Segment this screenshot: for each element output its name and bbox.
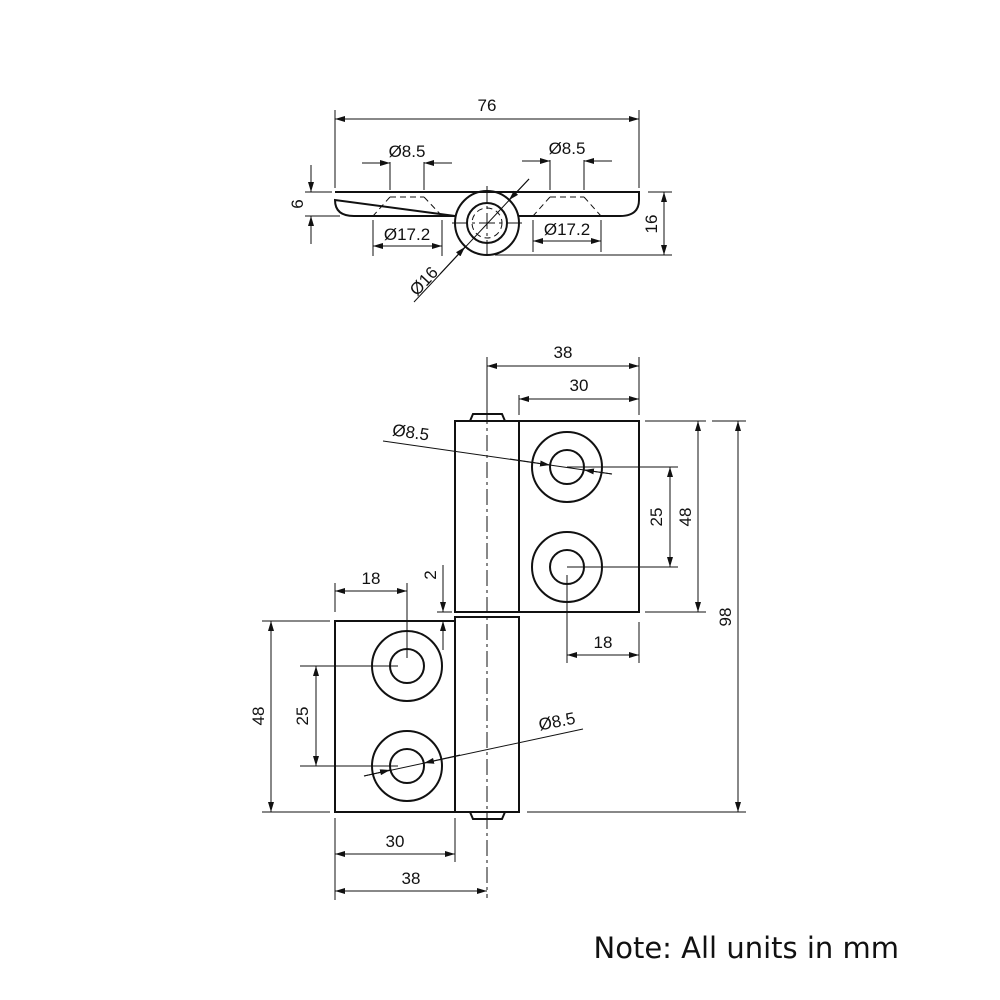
dim-cs-right: Ø17.2 xyxy=(544,220,590,239)
upper-leaf xyxy=(518,420,640,613)
countersink-left xyxy=(372,196,443,217)
plate-outline xyxy=(333,191,640,217)
dim-hole-right: Ø8.5 xyxy=(549,139,586,158)
dim-25-lower: 25 xyxy=(293,707,312,726)
countersink-right xyxy=(532,196,602,217)
dim-16: 16 xyxy=(642,215,661,234)
units-note: Note: All units in mm xyxy=(594,931,899,965)
dim-2: 2 xyxy=(421,570,440,579)
lower-leaf xyxy=(334,620,456,813)
dim-38-bottom: 38 xyxy=(402,869,421,888)
dim-hole-upper: Ø8.5 xyxy=(391,421,430,445)
dim-18-lower: 18 xyxy=(362,569,381,588)
dim-25-upper: 25 xyxy=(647,508,666,527)
dim-cs-left: Ø17.2 xyxy=(384,225,430,244)
dim-30-bottom: 30 xyxy=(386,832,405,851)
dim-38-top: 38 xyxy=(554,343,573,362)
front-view: 38 30 Ø8.5 25 48 98 18 18 2 48 25 Ø8.5 3… xyxy=(249,343,746,900)
dim-48-upper: 48 xyxy=(676,508,695,527)
top-view: 76 Ø8.5 Ø8.5 6 Ø17.2 Ø17.2 Ø16 16 xyxy=(288,96,672,303)
dim-knuckle: Ø16 xyxy=(406,263,442,299)
dim-18-upper: 18 xyxy=(594,633,613,652)
dim-76: 76 xyxy=(478,96,497,115)
dim-30-top: 30 xyxy=(570,376,589,395)
dim-48-lower: 48 xyxy=(249,707,268,726)
dim-6: 6 xyxy=(288,199,307,208)
dim-hole-left: Ø8.5 xyxy=(389,142,426,161)
dim-hole-lower: Ø8.5 xyxy=(537,709,577,735)
dim-98: 98 xyxy=(716,608,735,627)
